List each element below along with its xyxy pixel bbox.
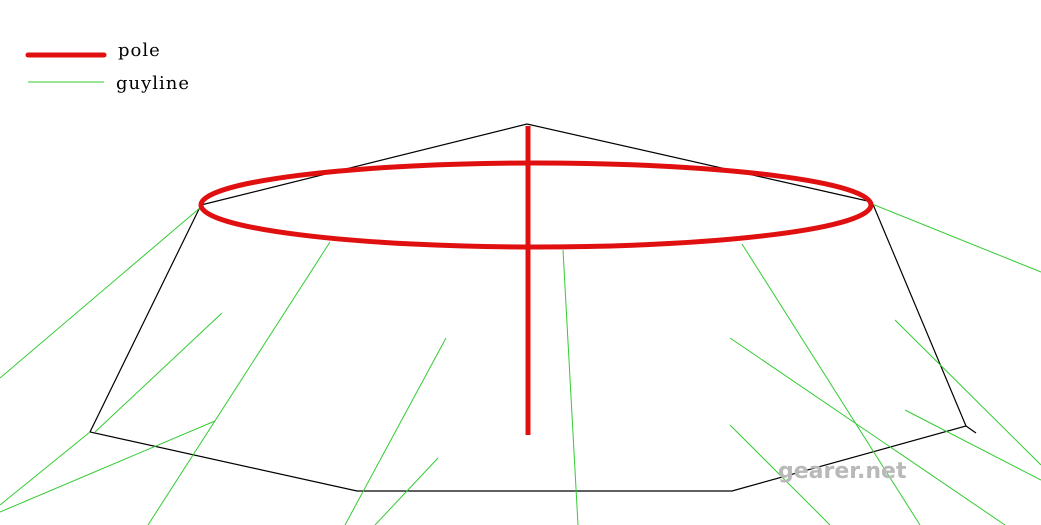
guyline [94, 312, 223, 433]
guyline [894, 319, 1041, 466]
guyline [562, 249, 579, 525]
tent-roof-left [200, 123, 528, 206]
guyline [729, 337, 1006, 525]
tent-roof-right [526, 123, 873, 203]
tent-wall-footprint [89, 201, 967, 492]
stake-tick [965, 425, 977, 434]
watermark: gearer.net [778, 459, 907, 484]
guylines [0, 203, 1041, 525]
tent-outline [89, 123, 977, 492]
guyline [344, 337, 447, 525]
guyline [0, 420, 216, 513]
guyline [147, 241, 331, 525]
guyline [741, 243, 921, 525]
legend-guyline-label: guyline [116, 73, 191, 94]
guyline [0, 206, 202, 379]
legend-pole-label: pole [118, 40, 161, 61]
guyline [0, 431, 91, 506]
poles [198, 126, 874, 435]
guyline [729, 424, 831, 525]
guyline [871, 203, 1041, 273]
guyline [904, 409, 1041, 481]
pole-ring [198, 160, 874, 250]
guyline [374, 457, 439, 525]
